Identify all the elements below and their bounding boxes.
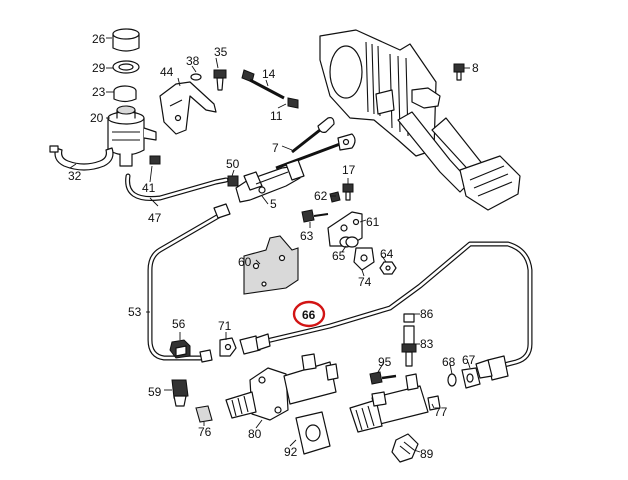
label-89: 89 (420, 447, 434, 461)
label-60: 60 (238, 255, 252, 269)
hydraulic-line-53 (147, 203, 231, 361)
label-5: 5 (270, 197, 277, 211)
label-35: 35 (214, 45, 228, 59)
clip-50 (227, 175, 239, 187)
label-14: 14 (262, 67, 276, 81)
clip-56 (169, 339, 191, 359)
washer-68 (447, 373, 457, 387)
reservoir-bracket (159, 81, 217, 135)
bolt-63 (301, 209, 329, 223)
label-76: 76 (198, 425, 212, 439)
reservoir-cap (112, 28, 140, 52)
highlight-ring (292, 300, 326, 328)
bushing-76 (195, 405, 213, 423)
label-17: 17 (342, 163, 356, 177)
label-67: 67 (462, 353, 476, 367)
bushing-65 (339, 236, 359, 248)
part-labels: 26 29 23 20 32 38 44 35 14 11 8 7 50 41 … (68, 32, 479, 461)
label-61: 61 (366, 215, 380, 229)
label-92: 92 (284, 445, 298, 459)
label-8: 8 (472, 61, 479, 75)
label-53: 53 (128, 305, 142, 319)
bleeder-cap-86 (403, 313, 415, 323)
label-66-highlighted[interactable]: 66 (302, 308, 316, 322)
slave-cylinder-80 (225, 353, 339, 421)
label-62: 62 (314, 189, 328, 203)
label-7: 7 (272, 141, 279, 155)
label-77: 77 (434, 405, 448, 419)
hose-end-fitting-left (239, 333, 271, 355)
label-11: 11 (270, 109, 283, 123)
push-rod-7 (291, 117, 335, 154)
label-80: 80 (248, 427, 262, 441)
label-41: 41 (142, 181, 156, 195)
bolt-17 (342, 183, 354, 201)
label-20: 20 (90, 111, 104, 125)
label-50: 50 (226, 157, 240, 171)
label-47: 47 (148, 211, 162, 225)
label-63: 63 (300, 229, 314, 243)
label-74: 74 (358, 275, 372, 289)
master-cylinder-5 (235, 159, 305, 203)
bleeder-valve-83 (401, 325, 417, 367)
hose-clamp-41 (149, 155, 161, 165)
plate-60 (243, 235, 299, 295)
nut-11 (287, 97, 299, 109)
bolt-62 (329, 191, 341, 203)
label-64: 64 (380, 247, 394, 261)
label-26: 26 (92, 32, 106, 46)
label-38: 38 (186, 54, 200, 68)
slave-cylinder-77 (349, 373, 441, 433)
gasket-92 (295, 411, 331, 455)
bolt-95 (369, 371, 397, 385)
label-56: 56 (172, 317, 186, 331)
reservoir-strainer (113, 85, 137, 103)
fitting-59 (171, 349, 213, 407)
clip-71 (219, 337, 237, 357)
label-23: 23 (92, 85, 106, 99)
bolt-14 (241, 69, 285, 100)
label-65: 65 (332, 249, 346, 263)
label-86: 86 (420, 307, 434, 321)
label-83: 83 (420, 337, 434, 351)
label-95: 95 (378, 355, 392, 369)
fluid-reservoir (107, 105, 157, 167)
bolt-35 (213, 69, 227, 91)
washer-38 (190, 73, 202, 81)
label-68: 68 (442, 355, 456, 369)
nut-64 (379, 261, 397, 275)
wrench-89 (391, 433, 419, 463)
reservoir-bracket-clamp (49, 145, 114, 171)
reservoir-hose-47 (125, 173, 229, 202)
label-32: 32 (68, 169, 82, 183)
pedal-pad (459, 155, 521, 211)
leader-lines (69, 37, 471, 453)
hose-end-fitting-right (475, 355, 509, 381)
clutch-hose-66 (251, 241, 533, 369)
bracket-74 (353, 247, 375, 271)
bolt-8 (453, 63, 465, 81)
fitting-67 (461, 367, 481, 389)
label-44: 44 (160, 65, 174, 79)
label-29: 29 (92, 61, 106, 75)
reservoir-seal (112, 60, 140, 74)
label-71: 71 (218, 319, 232, 333)
label-59: 59 (148, 385, 162, 399)
